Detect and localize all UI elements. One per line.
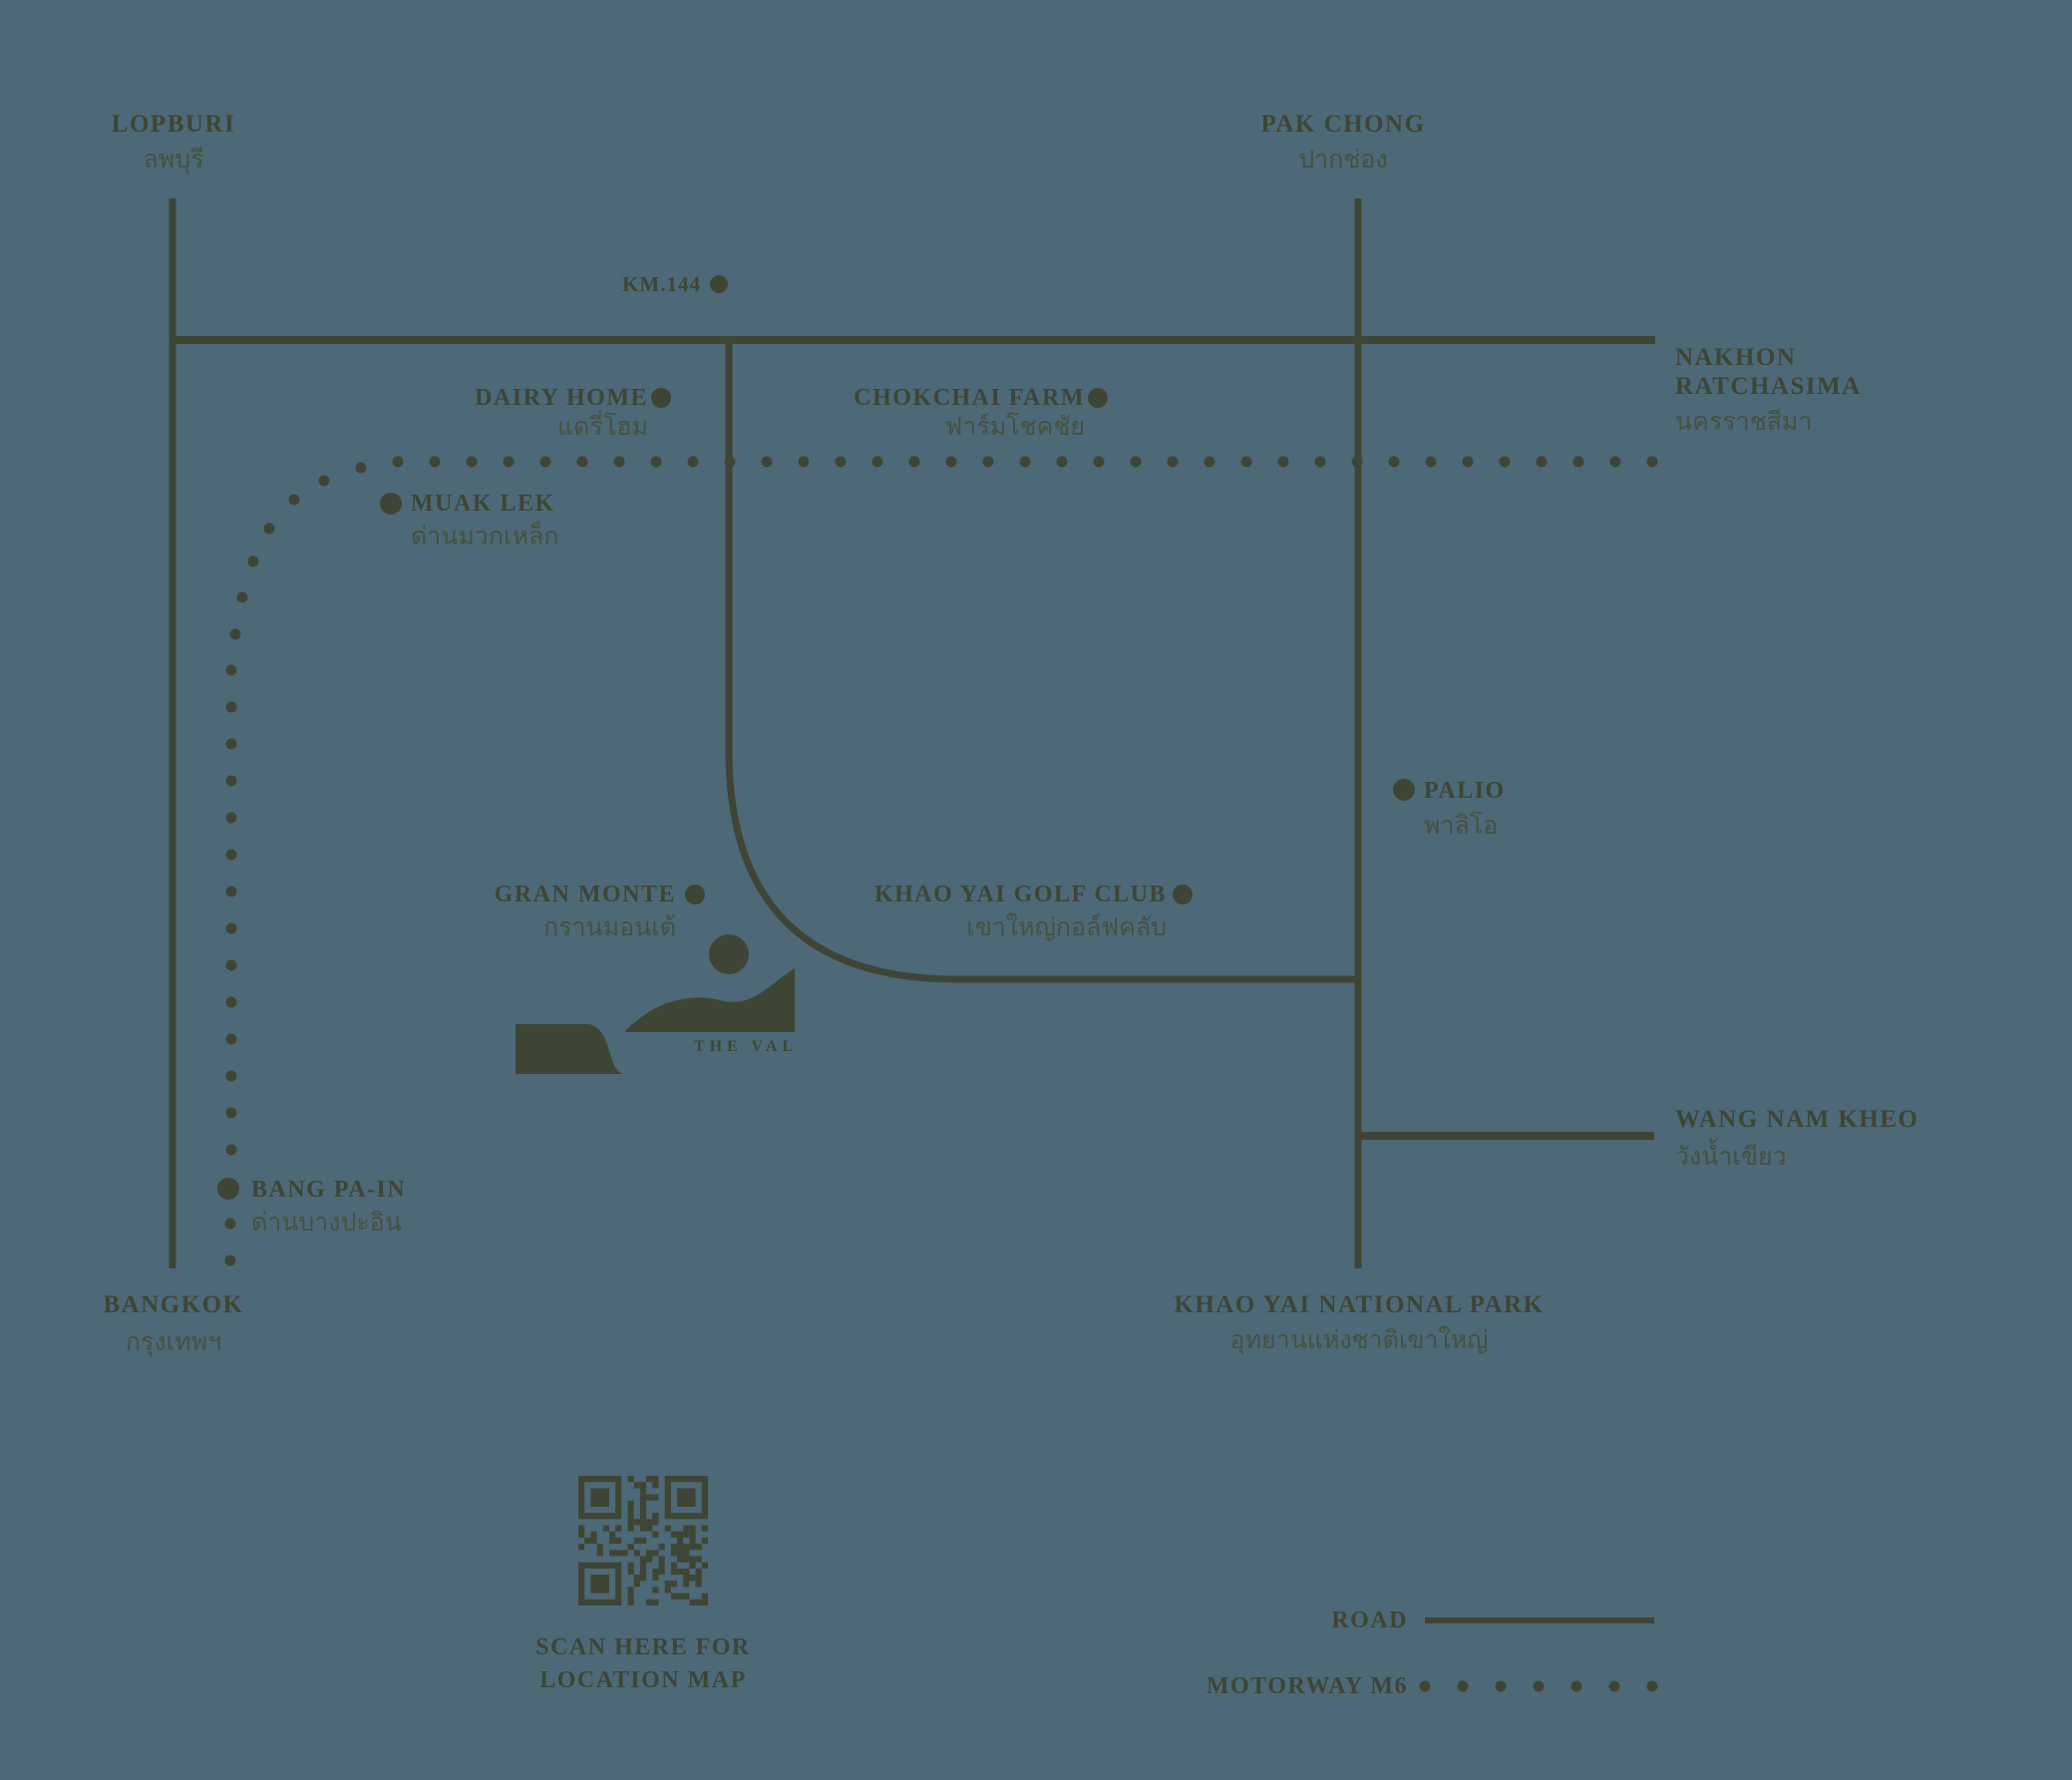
label-muak-lek: MUAK LEK ด่านมวกเหล็ก [411,491,559,551]
qr-code-modules [578,1476,708,1605]
muak-lek-marker [380,493,402,515]
palio-marker [1393,779,1415,801]
bangkok-name-en: BANGKOK [103,1291,244,1318]
km144-marker [710,275,728,293]
label-khao-yai-national-park: KHAO YAI NATIONAL PARK อุทยานแห่งชาติเขา… [1174,1290,1544,1355]
gran-monte-name-en: GRAN MONTE [494,882,676,907]
nakhon-ratchasima-name-th: นครราชสีมา [1675,407,1813,436]
legend-road: ROAD [1331,1607,1408,1634]
bang-pa-in-name-en: BANG PA-IN [251,1177,407,1203]
palio-name-en: PALIO [1424,778,1506,804]
wang-nam-kheo-name-th: วังน้ำเขียว [1675,1142,1787,1171]
bangkok-name-th: กรุงเทพฯ [125,1327,222,1356]
label-lopburi: LOPBURI ลพบุรี [112,110,235,175]
qr-caption-line1: SCAN HERE FOR [535,1634,751,1660]
khao-yai-golf-club-name-th: เขาใหญ่กอล์ฟคลับ [966,912,1167,941]
the-val-wordmark: THE VAL [693,1038,799,1055]
legend-motorway-label: MOTORWAY M6 [1206,1673,1408,1699]
pak-chong-name-en: PAK CHONG [1260,111,1426,138]
legend-road-label: ROAD [1331,1607,1408,1633]
lopburi-name-en: LOPBURI [111,111,236,138]
qr-caption: SCAN HERE FOR LOCATION MAP [535,1631,751,1697]
label-khao-yai-golf-club: KHAO YAI GOLF CLUB เขาใหญ่กอล์ฟคลับ [874,882,1167,942]
muak-lek-name-en: MUAK LEK [411,491,555,517]
the-val-logo-text: THE VAL [694,1037,798,1057]
logo-wave-right-icon [625,968,795,1032]
legend-motorway-dots-sample [1419,1680,1658,1692]
label-chokchai-farm: CHOKCHAI FARM ฟาร์มโชคชัย [854,385,1085,442]
motorway-m6-curve-dots [229,462,367,640]
road-golf-club-access [725,340,1358,983]
gran-monte-name-th: กรานมอนเต้ [542,912,676,941]
khao-yai-golf-club-name-en: KHAO YAI GOLF CLUB [873,882,1167,907]
label-bang-pa-in: BANG PA-IN ด่านบางปะอิน [251,1177,406,1238]
chokchai-farm-name-en: CHOKCHAI FARM [854,385,1085,411]
dairy-home-name-en: DAIRY HOME [475,385,648,411]
nakhon-ratchasima-line2: RATCHASIMA [1675,373,1862,400]
label-nakhon-ratchasima: NAKHON RATCHASIMA นครราชสีมา [1675,343,1862,437]
label-km144: KM.144 [622,271,701,297]
bang-pa-in-name-th: ด่านบางปะอิน [251,1208,402,1237]
nakhon-ratchasima-line1: NAKHON [1675,344,1797,371]
label-palio: PALIO พาลิโอ [1424,778,1506,841]
qr-code [578,1476,708,1605]
km144-name: KM.144 [622,272,701,296]
chokchai-farm-name-th: ฟาร์มโชคชัย [944,412,1085,441]
chokchai-farm-marker [1088,388,1108,408]
label-dairy-home: DAIRY HOME แดรี่โฮม [475,385,648,442]
lopburi-name-th: ลพบุรี [143,145,204,174]
palio-name-th: พาลิโอ [1424,811,1499,840]
label-wang-nam-kheo: WANG NAM KHEO วังน้ำเขียว [1675,1105,1919,1172]
label-gran-monte: GRAN MONTE กรานมอนเต้ [495,882,676,942]
logo-sun-icon [709,934,749,974]
dairy-home-name-th: แดรี่โฮม [557,412,648,441]
label-bangkok: BANGKOK กรุงเทพฯ [103,1290,243,1357]
gran-monte-marker [685,885,705,904]
motorway-m6-horizontal-dots [392,456,1658,468]
label-pak-chong: PAK CHONG ปากช่อง [1260,110,1425,175]
logo-wave-left-icon [516,1024,625,1074]
motorway-m6-vertical-dots-upper [225,664,237,1156]
dairy-home-marker [651,388,671,408]
pak-chong-name-th: ปากช่อง [1298,145,1388,174]
khao-yai-national-park-name-en: KHAO YAI NATIONAL PARK [1174,1291,1545,1318]
legend-motorway: MOTORWAY M6 [1207,1673,1408,1700]
wang-nam-kheo-name-en: WANG NAM KHEO [1675,1106,1919,1133]
qr-caption-line2: LOCATION MAP [539,1667,747,1693]
bang-pa-in-marker [217,1178,239,1200]
muak-lek-name-th: ด่านมวกเหล็ก [411,522,559,550]
the-val-logo-mark [516,934,795,1074]
khao-yai-golf-club-marker [1173,885,1193,904]
motorway-m6-vertical-dots-lower [224,1218,236,1266]
khao-yai-national-park-name-th: อุทยานแห่งชาติเขาใหญ่ [1229,1325,1489,1354]
